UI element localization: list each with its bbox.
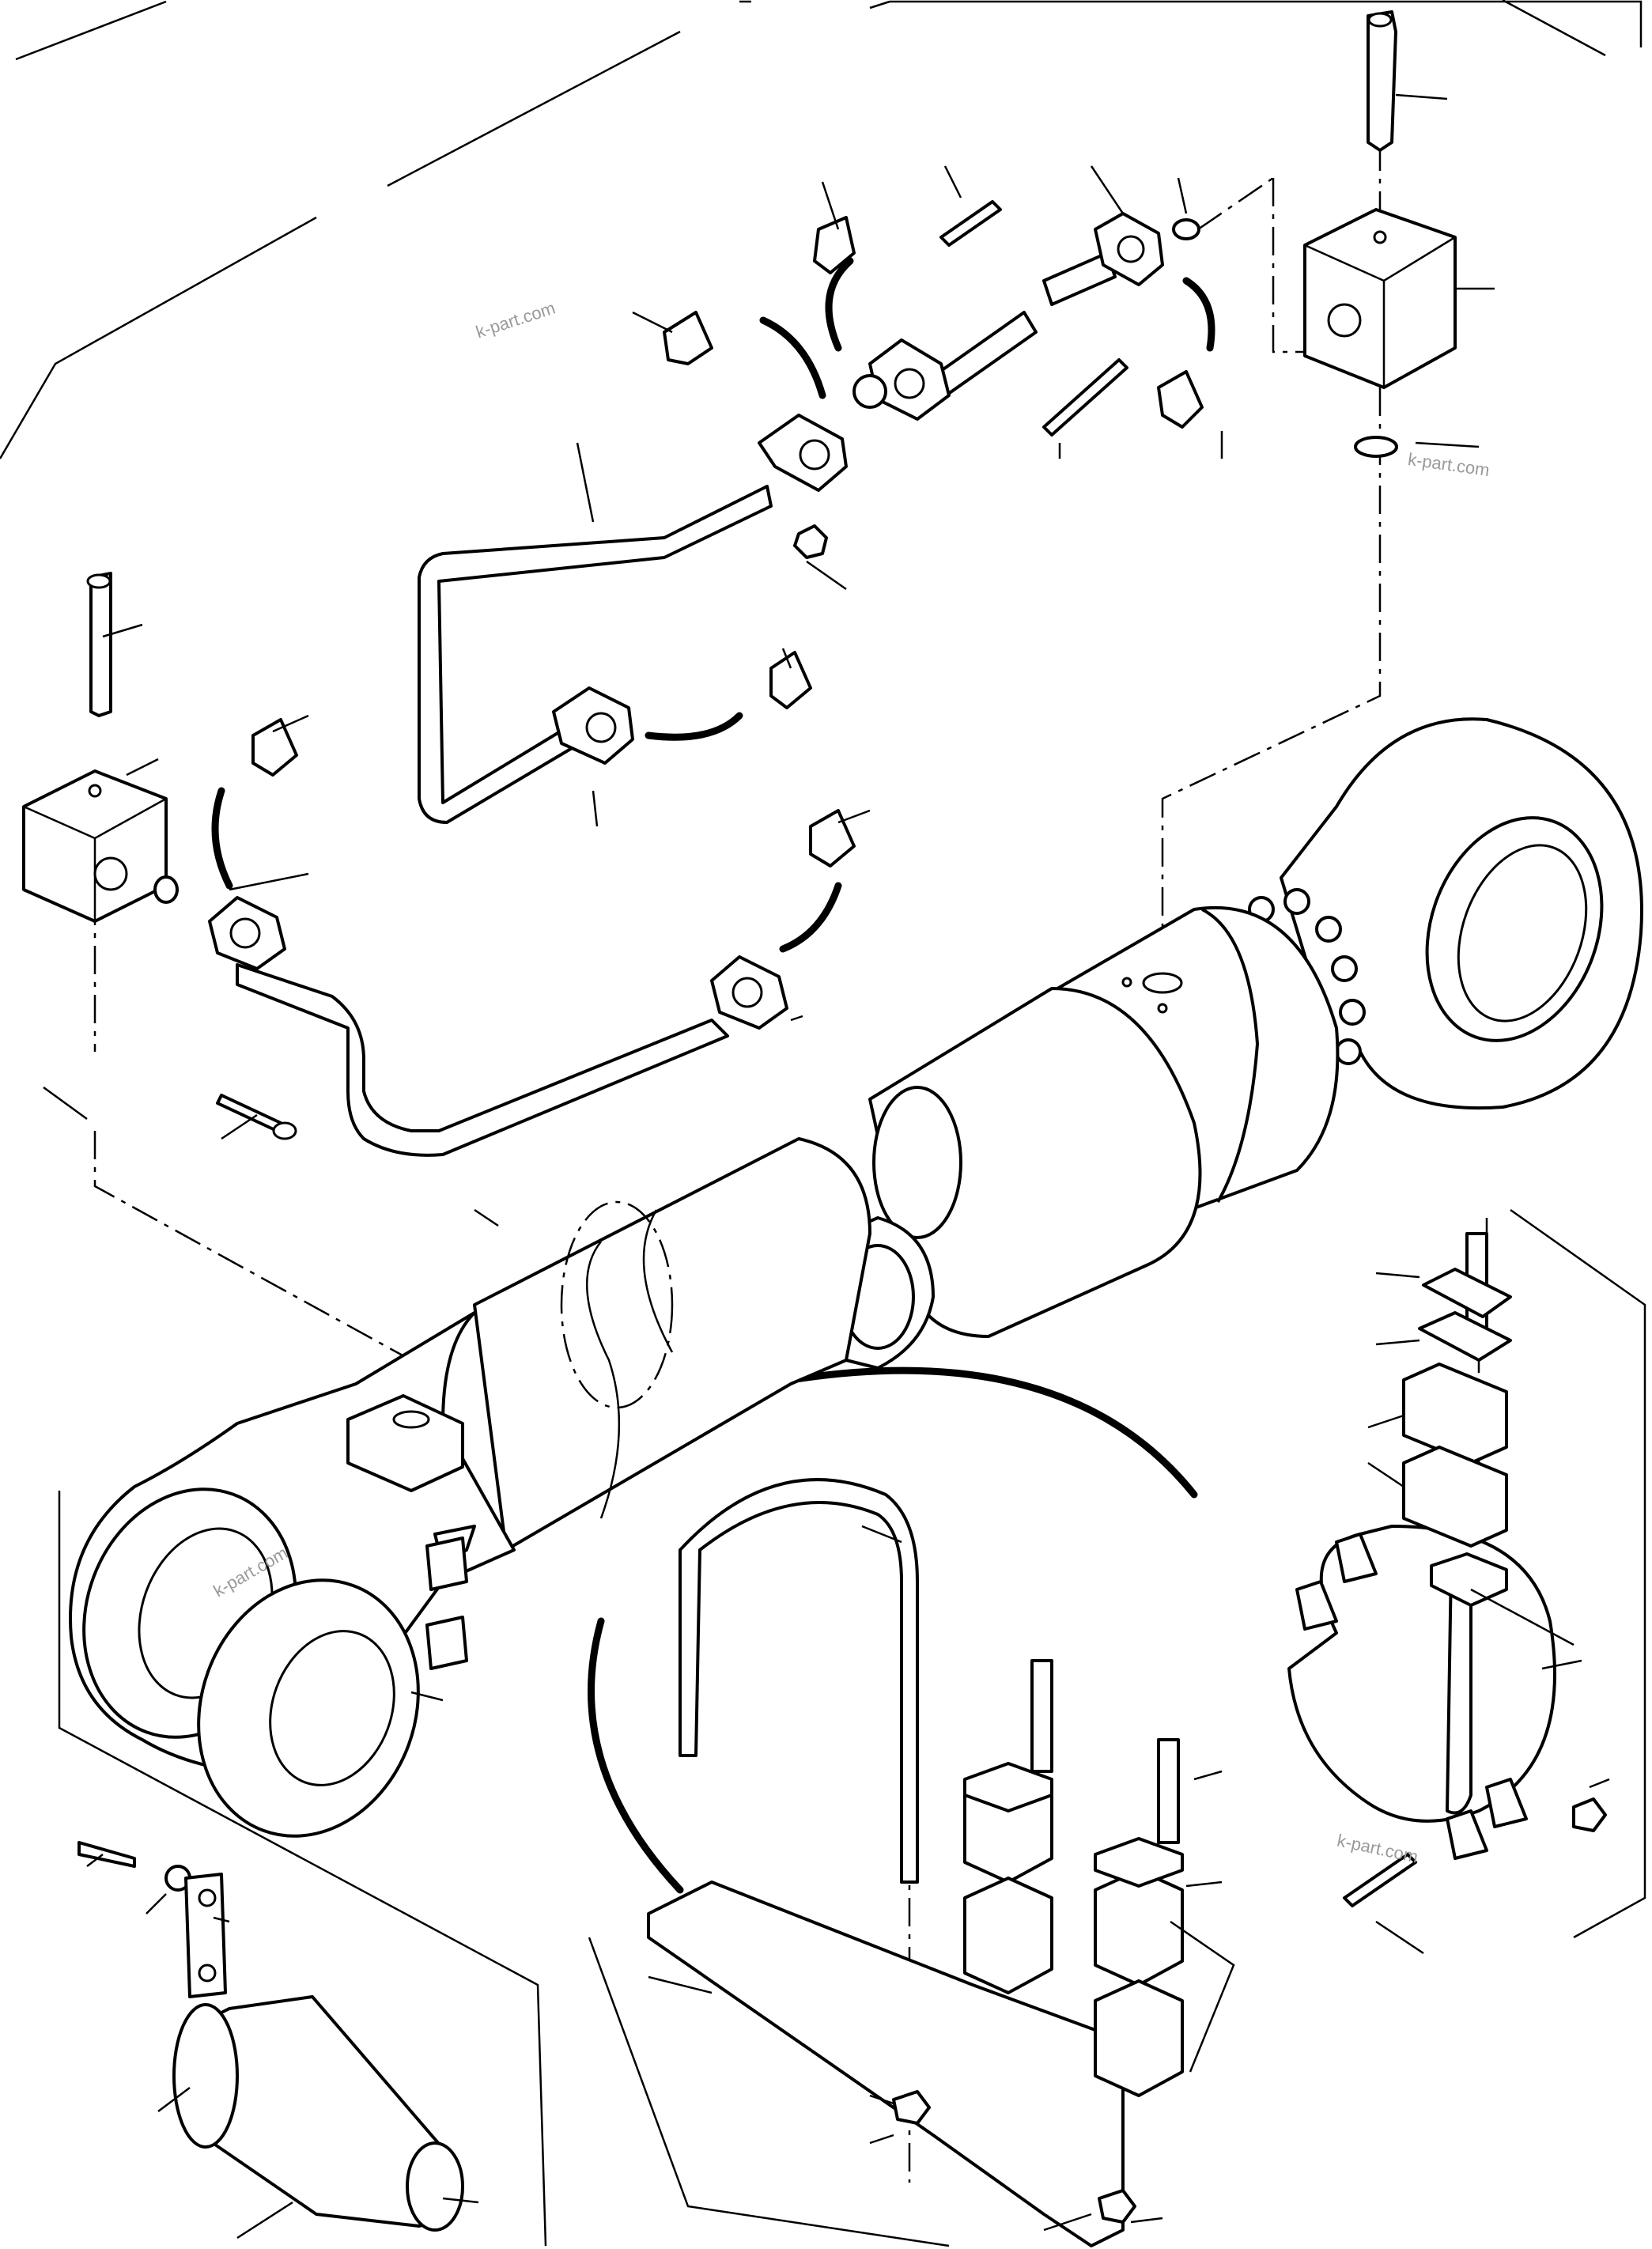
- lower-pipe-assembly: [208, 896, 788, 1157]
- bolt-ring: [1248, 888, 1366, 1065]
- left-valve-block: [22, 572, 179, 923]
- cap-6: [251, 718, 298, 777]
- lock-plate: [184, 1873, 227, 1998]
- cap-1: [813, 216, 856, 274]
- cap-4: [769, 651, 812, 709]
- short-pipe-upper: [1042, 251, 1117, 306]
- leader-lines: [43, 93, 1610, 2240]
- long-bolt-right: [1042, 358, 1128, 437]
- lower-bolt: [216, 1094, 282, 1132]
- routing-arcs: [211, 257, 1215, 1894]
- bracket-plate: [647, 1880, 1125, 2247]
- cylinder-tube-bottom: [473, 1137, 871, 1552]
- pin-assembly: [77, 1841, 464, 2232]
- long-bent-pipe: [418, 485, 773, 824]
- hex-nut-upper: [793, 524, 828, 559]
- cap-5: [809, 809, 856, 867]
- pin-bolt: [77, 1841, 136, 1868]
- cylinder-tube-front: [868, 987, 1202, 1338]
- cap-2: [663, 311, 713, 365]
- lower-bent-pipe: [236, 963, 729, 1157]
- cylinder-assembly: [69, 717, 1643, 1838]
- top-right-valve-block: [1303, 10, 1457, 389]
- cap-3: [1157, 370, 1204, 429]
- u-bolt: [679, 1478, 919, 1884]
- upper-pipe-assembly: [251, 200, 1398, 867]
- clevis-port-block: [346, 1394, 464, 1492]
- support-bracket-assembly: [647, 1478, 1184, 2247]
- short-bolt-top: [939, 200, 1002, 247]
- band-clamp-assembly: [1287, 1232, 1607, 1907]
